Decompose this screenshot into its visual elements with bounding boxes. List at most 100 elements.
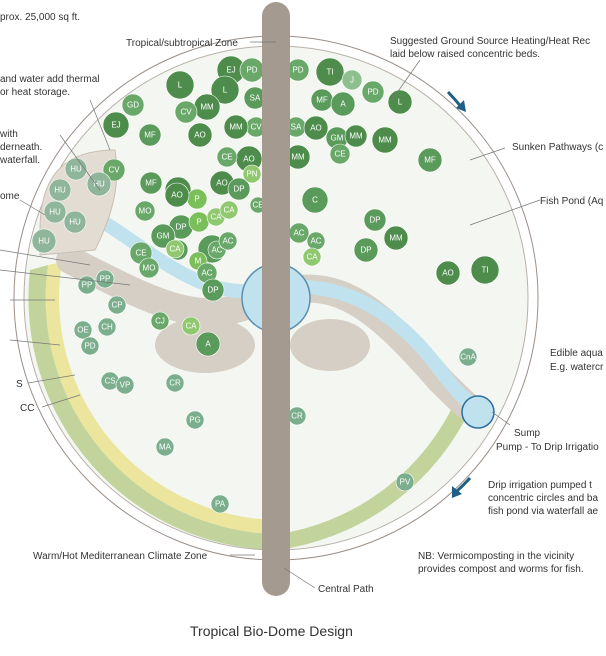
plant-node: VP (115, 375, 135, 395)
plant-code: PN (246, 170, 257, 179)
plant-code: L (223, 86, 228, 95)
plant-code: MF (145, 179, 157, 188)
plant-node: TI (470, 255, 500, 285)
plant-code: EJ (111, 121, 120, 130)
plant-node: HU (64, 157, 88, 181)
plant-node: MM (371, 126, 399, 154)
heating-label-line2: laid below raised concentric beds. (390, 49, 540, 60)
plant-node: MM (344, 124, 368, 148)
plant-node: OE (73, 320, 93, 340)
plant-code: AC (201, 269, 212, 278)
plant-node: AO (435, 260, 461, 286)
plant-code: CE (221, 153, 232, 162)
plant-code: DP (175, 223, 186, 232)
plant-circle (395, 472, 415, 492)
plant-code: TI (481, 266, 488, 275)
plant-node: PD (286, 58, 310, 82)
sump (461, 395, 495, 429)
plant-node: MM (223, 114, 249, 140)
plant-node: HU (86, 171, 112, 197)
area-label: prox. 25,000 sq ft. (0, 12, 80, 23)
plant-code: PP (82, 281, 93, 290)
plant-code: L (398, 98, 403, 107)
plant-node: AO (164, 182, 190, 208)
plant-circle (195, 331, 221, 357)
plant-circle (383, 225, 409, 251)
central-path-label: Central Path (318, 584, 374, 595)
plant-code: A (205, 340, 211, 349)
plant-node: CR (287, 406, 307, 426)
plant-node: MM (193, 93, 221, 121)
plant-code: MM (378, 136, 392, 145)
plant-circle (216, 146, 238, 168)
plant-circle (223, 114, 249, 140)
plant-code: AC (310, 237, 321, 246)
plant-code: PG (189, 416, 201, 425)
plant-node: MO (138, 257, 160, 279)
plant-code: MM (200, 103, 214, 112)
plant-node: CR (165, 373, 185, 393)
plant-code: CV (108, 166, 120, 175)
plant-circle (102, 158, 126, 182)
plant-code: DP (369, 216, 380, 225)
plant-code: MM (229, 123, 243, 132)
plant-code: CR (169, 379, 181, 388)
plant-code: AC (293, 229, 304, 238)
plant-code: MF (316, 96, 328, 105)
plant-circle (302, 247, 322, 267)
plant-code: CH (101, 323, 113, 332)
plant-node: MF (138, 123, 162, 147)
plant-code: AC (222, 237, 233, 246)
plant-circle (353, 237, 379, 263)
flow-arrow-bottom-head (452, 486, 462, 498)
thermal-label-line2: or heat storage. (0, 87, 70, 98)
plant-code: MA (159, 443, 172, 452)
plant-circle (138, 257, 160, 279)
plant-circle (138, 123, 162, 147)
plant-circle (165, 373, 185, 393)
plant-circle (165, 70, 195, 100)
plant-node: L (210, 75, 240, 105)
rock-area-right (290, 319, 370, 371)
plant-node: CP (107, 295, 127, 315)
annotation-labels: prox. 25,000 sq ft. Tropical/subtropical… (0, 12, 604, 639)
plant-node: CH (97, 317, 117, 337)
edible-label-line1: Edible aqua (550, 348, 603, 359)
plant-node: MF (417, 147, 443, 173)
plant-circle (417, 147, 443, 173)
plant-circle (97, 317, 117, 337)
plant-circle (301, 186, 329, 214)
plant-node: A (195, 331, 221, 357)
plant-code: OE (77, 326, 89, 335)
plant-circle (174, 100, 198, 124)
thermal-label-line1: and water add thermal (0, 74, 100, 85)
plant-code: AO (216, 179, 228, 188)
plant-node: MA (155, 437, 175, 457)
plant-code: DP (207, 286, 218, 295)
plant-node: PD (361, 80, 385, 104)
plant-code: P (194, 195, 199, 204)
plant-circle (341, 69, 363, 91)
plant-code: PD (246, 66, 257, 75)
plant-node: SA (243, 86, 267, 110)
plant-code: VP (120, 381, 131, 390)
plant-circle (115, 375, 135, 395)
plant-code: AO (194, 131, 206, 140)
plant-code: CA (210, 213, 222, 222)
water-channel (93, 213, 485, 417)
plant-circle (134, 200, 156, 222)
plant-circle (102, 111, 130, 139)
plant-circle (80, 336, 100, 356)
plant-circle (330, 91, 356, 117)
plant-code: CV (250, 123, 262, 132)
drip-label-line2: concentric circles and ba (488, 493, 598, 504)
plant-code: MO (139, 207, 152, 216)
tropical-zone-label: Tropical/subtropical Zone (126, 38, 238, 49)
dome-label: ome (0, 191, 20, 202)
plant-circle (458, 347, 478, 367)
plant-circle (363, 208, 387, 232)
plant-circle (371, 126, 399, 154)
with-label-line3: waterfall. (0, 155, 40, 166)
plant-code: PD (367, 88, 378, 97)
